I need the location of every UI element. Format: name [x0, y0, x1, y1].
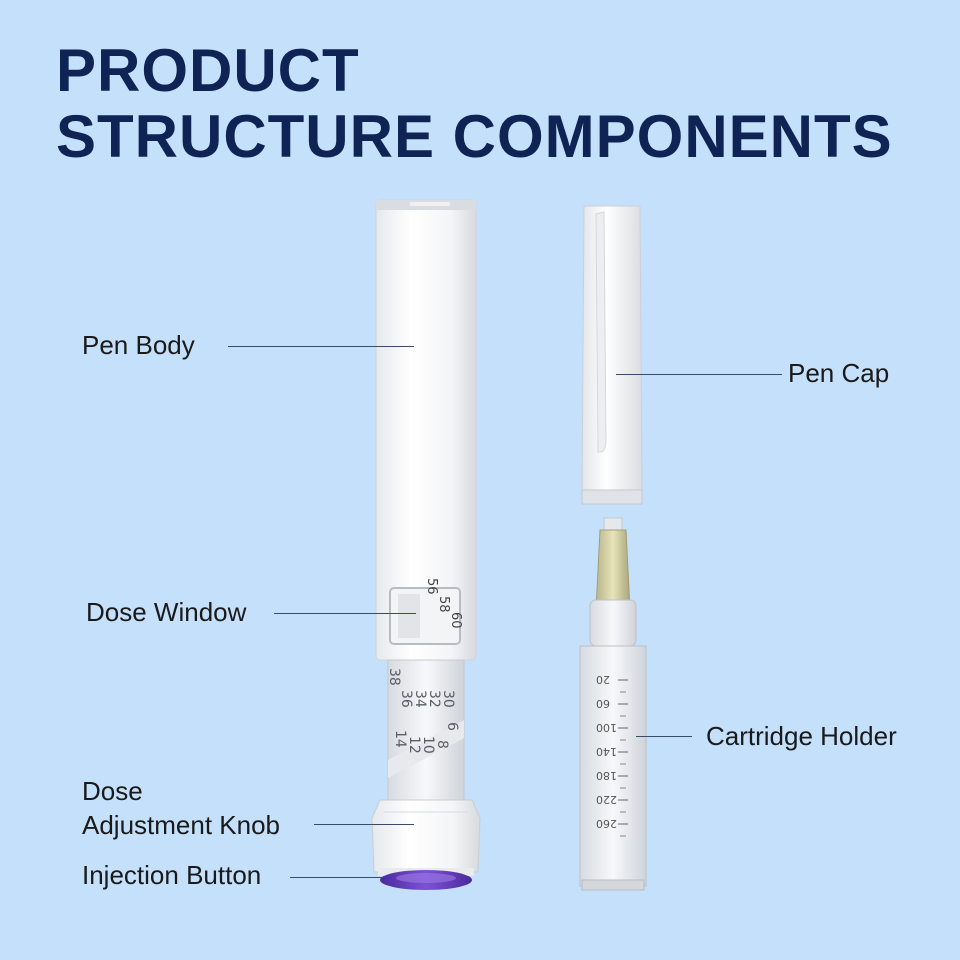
title-line-1: PRODUCT	[56, 37, 360, 104]
dial-number: 38	[386, 668, 402, 686]
cartridge-scale-label: 180	[596, 769, 617, 782]
dose-dial-sleeve: 30 32 34 36 38 6 8 10 12 14	[386, 659, 465, 801]
dose-window-number: 60	[448, 612, 463, 629]
dose-adjustment-knob-label-line-1: Dose	[82, 776, 143, 806]
cartridge-scale-label: 140	[596, 745, 617, 758]
dial-number: 34	[412, 690, 428, 708]
dial-number: 36	[398, 690, 414, 708]
cartridge-holder: 20 60 100 140 180 220 260	[579, 645, 647, 891]
dose-window-number: 56	[424, 578, 439, 595]
dose-window-number: 58	[436, 596, 451, 613]
dose-window-label: Dose Window	[86, 597, 247, 627]
dial-number: 8	[434, 740, 450, 749]
dial-number: 6	[444, 722, 460, 731]
needle-hub	[589, 517, 637, 647]
cartridge-scale-label: 100	[596, 721, 617, 734]
cartridge-holder-leader	[636, 736, 692, 737]
dial-number: 14	[392, 730, 408, 748]
dose-adjustment-knob-label-line-2: Adjustment Knob	[82, 810, 281, 840]
dose-adjustment-knob	[371, 799, 481, 873]
cartridge-scale-label: 260	[596, 817, 617, 830]
pen-cap	[581, 205, 643, 505]
dose-adjustment-knob-leader	[314, 824, 414, 825]
dial-number: 12	[406, 736, 422, 754]
dial-number: 30	[440, 690, 456, 708]
page-title: PRODUCT STRUCTURE COMPONENTS	[56, 38, 893, 170]
injection-button-leader	[290, 877, 392, 878]
dial-number: 10	[420, 736, 436, 754]
dose-window: 56 58 60	[389, 578, 463, 645]
title-line-2: STRUCTURE COMPONENTS	[56, 103, 893, 170]
injection-button	[378, 868, 474, 890]
pen-cap-leader	[616, 374, 782, 375]
injection-button-label: Injection Button	[82, 860, 262, 890]
cartridge-scale-label: 20	[596, 673, 610, 686]
pen-body-leader	[228, 346, 414, 347]
dose-window-leader	[274, 613, 416, 614]
pen-body-label: Pen Body	[82, 330, 195, 360]
cartridge-scale-label: 60	[596, 697, 610, 710]
cartridge-holder-label: Cartridge Holder	[706, 721, 897, 751]
dial-number: 32	[426, 690, 442, 708]
cartridge-scale-label: 220	[596, 793, 617, 806]
pen-cap-label: Pen Cap	[788, 358, 890, 388]
